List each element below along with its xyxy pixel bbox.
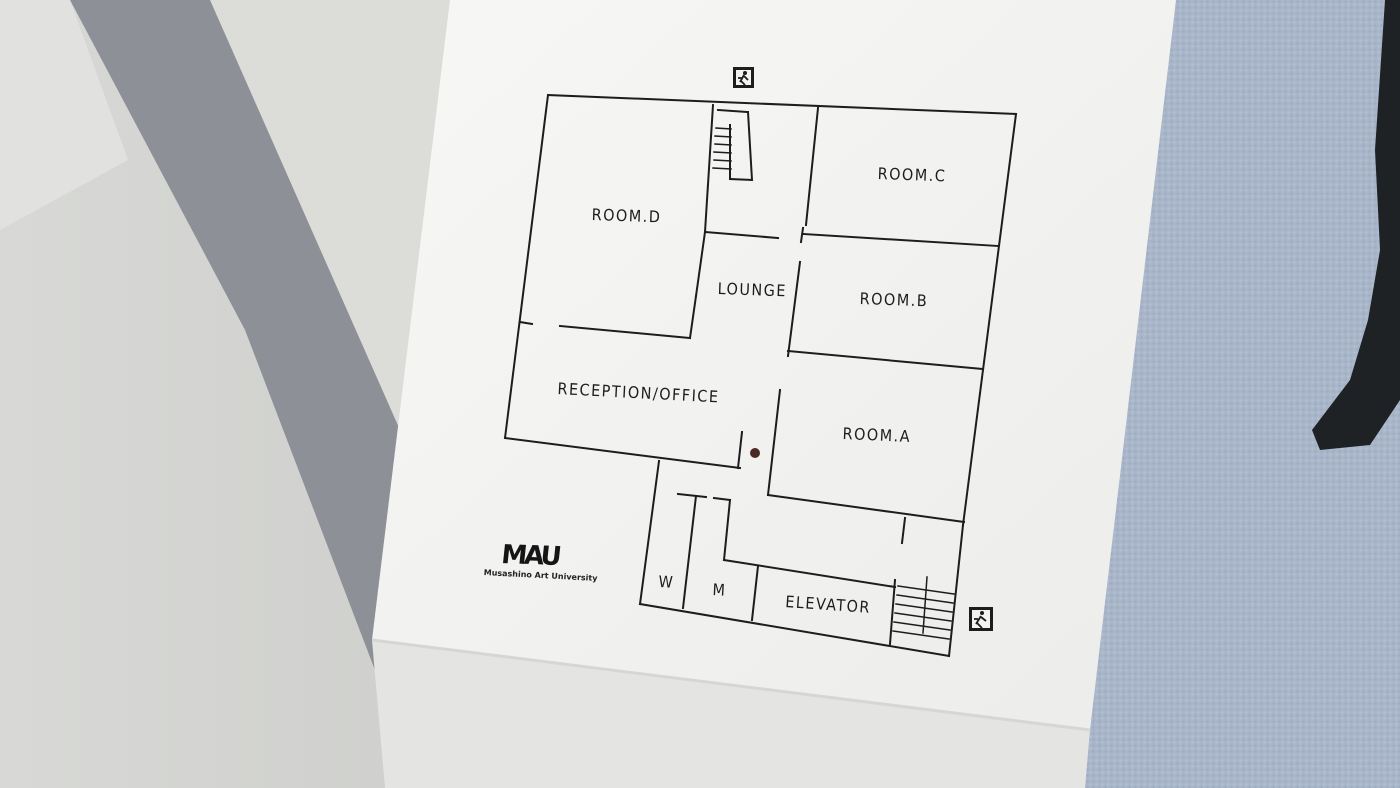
left-panel [0, 0, 420, 788]
sign-bevel [371, 638, 1091, 732]
sign-pedestal [372, 640, 1090, 788]
room-b-label: ROOM.B [859, 289, 929, 311]
left-panel-top [0, 0, 128, 230]
back-wall [200, 0, 470, 430]
emergency-exit-icon-lower [969, 607, 993, 631]
room-c-label: ROOM.C [877, 164, 947, 186]
women-restroom-label: W [658, 572, 675, 592]
room-a-label: ROOM.A [842, 424, 912, 446]
emergency-exit-icon [733, 67, 754, 88]
current-location-marker [750, 448, 760, 458]
mau-logo: MAU [499, 540, 561, 572]
room-d-label: ROOM.D [591, 205, 662, 227]
sign-face [372, 0, 1176, 730]
lounge-label: LOUNGE [717, 279, 788, 301]
person-shoe [1312, 0, 1400, 450]
men-restroom-label: M [712, 580, 727, 600]
